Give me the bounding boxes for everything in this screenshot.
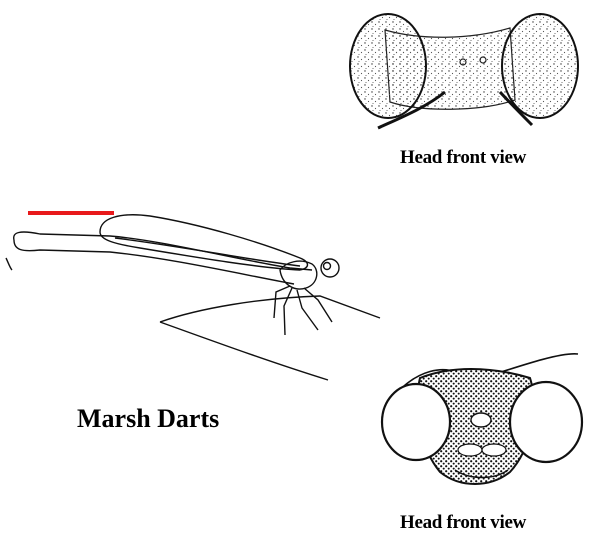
damselfly-side-view <box>6 215 380 380</box>
head-front-view-bottom <box>382 354 582 484</box>
right-compound-eye <box>502 14 578 118</box>
page-title: Marsh Darts <box>77 404 219 434</box>
left-compound-eye <box>350 14 426 118</box>
head-front-view-caption-top: Head front view <box>400 147 526 169</box>
head-front-view-caption-bottom: Head front view <box>400 512 526 534</box>
right-compound-eye-bottom <box>510 382 582 462</box>
head-front-view-top <box>350 14 578 128</box>
left-compound-eye-bottom <box>382 384 450 460</box>
